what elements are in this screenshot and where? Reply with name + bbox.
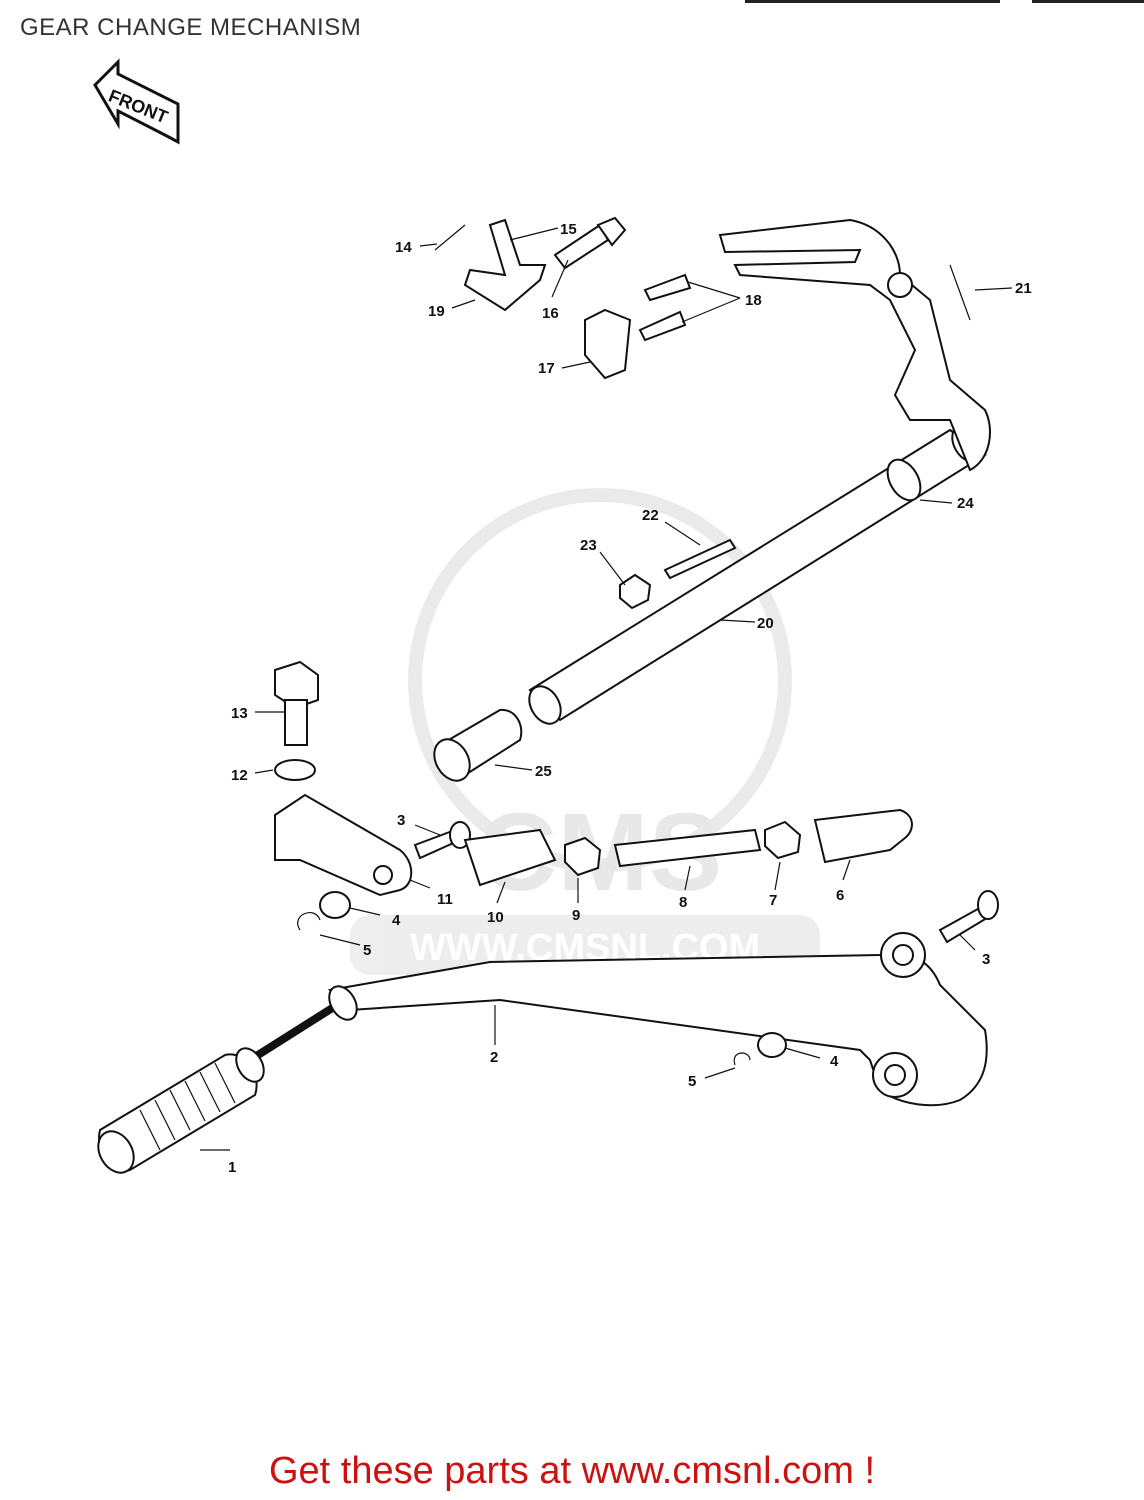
leader-lines	[200, 227, 1013, 1151]
gear-change-diagram: CMS WWW.CMSNL.COM FRONT	[93, 58, 1032, 1176]
callout: 18	[745, 292, 762, 309]
pawl	[463, 218, 547, 312]
joint	[813, 808, 913, 864]
callout: 3	[397, 812, 405, 829]
callout: 4	[830, 1053, 839, 1070]
shift-pedal	[247, 932, 988, 1107]
callout: 12	[231, 767, 248, 784]
plate	[584, 308, 632, 380]
spring	[434, 224, 466, 251]
tie-rod	[613, 828, 762, 868]
bolt	[274, 660, 319, 746]
callout: 14	[395, 239, 412, 256]
callout: 10	[487, 909, 504, 926]
callout: 6	[836, 887, 844, 904]
joint	[463, 828, 557, 887]
footer-link-text[interactable]: Get these parts at www.cmsnl.com !	[268, 1450, 876, 1492]
callout: 3	[982, 951, 990, 968]
washer	[319, 891, 351, 919]
stud	[663, 538, 737, 580]
callout: 25	[535, 763, 552, 780]
screw	[643, 273, 692, 302]
callout: 17	[538, 360, 555, 377]
page-title: GEAR CHANGE MECHANISM	[20, 14, 362, 41]
callout: 5	[363, 942, 371, 959]
callout: 5	[688, 1073, 696, 1090]
callout: 21	[1015, 280, 1032, 297]
callout: 1	[228, 1159, 236, 1176]
washer	[274, 759, 316, 781]
callout: 11	[437, 891, 453, 908]
circlip	[297, 912, 321, 931]
callout: 13	[231, 705, 248, 722]
callout: 20	[757, 615, 774, 632]
callout: 23	[580, 537, 597, 554]
callout: 7	[769, 892, 777, 909]
callout: 15	[560, 221, 577, 238]
circlip	[733, 1052, 751, 1066]
callout: 19	[428, 303, 445, 320]
nut	[564, 836, 602, 877]
top-border-segment	[1032, 0, 1144, 3]
callout: 9	[572, 907, 580, 924]
collar	[433, 708, 523, 782]
callout: 24	[957, 495, 974, 512]
pedal-rubber	[97, 985, 358, 1174]
nut	[619, 573, 652, 610]
callout: 22	[642, 507, 659, 524]
top-border-segment	[745, 0, 1000, 3]
front-arrow-icon: FRONT	[93, 58, 180, 145]
callout: 16	[542, 305, 559, 322]
callout: 2	[490, 1049, 498, 1066]
shift-shaft	[528, 423, 987, 725]
spring	[949, 264, 971, 321]
callout-labels: 1 2 3 3 4 4 5 5 6 7 8 9 10 11 12 13 14 1…	[228, 221, 1032, 1176]
nut	[764, 820, 802, 860]
shift-arm-bracket	[718, 218, 991, 472]
screw	[638, 310, 687, 342]
washer	[757, 1032, 787, 1058]
callout: 8	[679, 894, 687, 911]
callout: 4	[392, 912, 401, 929]
